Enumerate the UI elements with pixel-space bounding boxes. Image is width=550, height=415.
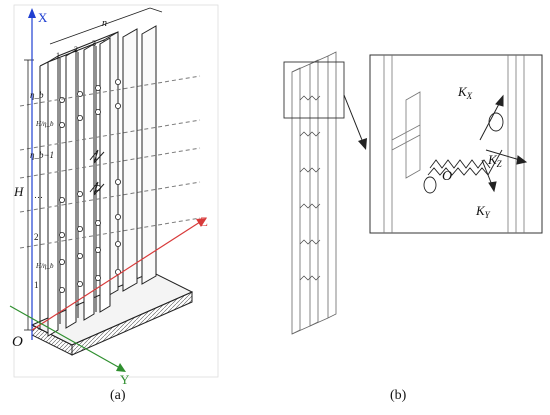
column-number-3: 3 [92,39,96,48]
height-label: H [13,184,24,199]
break-lines [19,75,201,249]
spacing-label-upper: H/η_b [35,120,54,128]
column-number-1: 1 [56,51,60,60]
bolts [59,79,122,293]
panel-a: X Z Y O H n 1 2 3 η_b η_b−1 … 2 1 H/η_b … [0,0,270,410]
kz-label: KZ [487,152,503,169]
axis-x [28,8,36,340]
steel-columns [39,25,157,337]
caption-b: (b) [390,388,407,403]
kx-label: KX [457,84,473,101]
zoom-detail [369,54,543,234]
row-label-nb-1: η_b−1 [30,150,54,160]
row-label-nb: η_b [30,90,44,100]
ky-label: KY [475,203,491,220]
origin-label: O [12,334,23,350]
row-label-2: 2 [34,232,39,242]
spring-detail-diagram-b: KX KZ KY O [283,51,543,335]
callout-box [283,61,345,119]
slender-column [291,51,337,335]
panel-b: KX KZ KY O (b) [270,0,550,410]
axis-y-label: Y [120,372,130,387]
panel-a-frame [13,4,219,378]
axis-z-label: Z [200,214,208,229]
break-zigzag [89,149,105,196]
axis-x-label: X [38,10,48,25]
top-dimension [49,7,163,45]
column-diagram-a: X Z Y O H n 1 2 3 η_b η_b−1 … 2 1 H/η_b … [9,4,219,387]
column-number-2: 2 [74,45,78,54]
axis-y [9,305,126,372]
force-arrows [479,94,528,193]
caption-a: (a) [110,388,126,403]
row-label-ellipsis: … [34,190,43,200]
top-n-label: n [102,18,107,29]
spring-rows [299,95,321,281]
origin-label-b: O [442,169,452,184]
axis-z [31,218,206,331]
row-label-1: 1 [34,280,39,290]
callout-arrow [343,94,367,150]
spacing-label-lower: H/η_b [35,262,54,270]
